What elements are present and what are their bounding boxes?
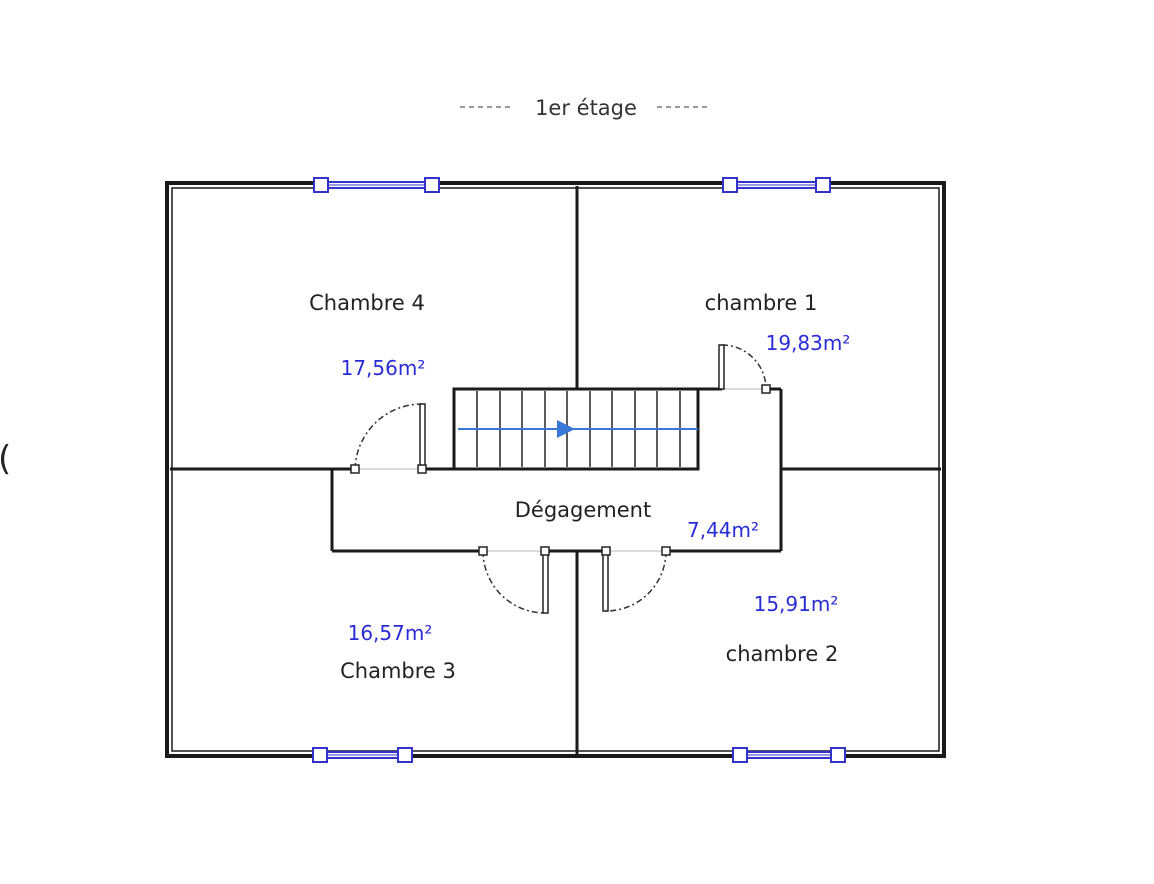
door-jamb: [417, 464, 427, 474]
door-jamb: [540, 546, 550, 556]
window-handle: [830, 747, 846, 763]
door-swing-arc: [721, 344, 767, 390]
room-labels: Chambre 4 17,56m² chambre 1 19,83m² Déga…: [309, 291, 850, 683]
window-chambre-4: [313, 177, 440, 193]
door-jamb: [601, 546, 611, 556]
window-chambre-3: [312, 747, 413, 763]
doors: [350, 344, 771, 614]
stair-direction-arrow-icon: [557, 420, 575, 438]
room-area-degagement: 7,44m²: [687, 518, 759, 542]
interior-walls: [170, 186, 941, 754]
room-name-chambre-3: Chambre 3: [340, 659, 456, 683]
exterior-wall-outer: [165, 181, 946, 758]
window-handle: [424, 177, 440, 193]
door-jamb: [478, 546, 488, 556]
door-chambre-4: [350, 403, 427, 474]
left-edge-glyph: (: [0, 439, 11, 479]
staircase: [452, 387, 700, 471]
door-jamb: [761, 384, 771, 394]
window-chambre-2: [732, 747, 846, 763]
door-jamb: [661, 546, 671, 556]
room-name-chambre-1: chambre 1: [705, 291, 818, 315]
room-area-chambre-4: 17,56m²: [341, 356, 426, 380]
door-swing-arc: [605, 550, 667, 612]
window-chambre-1: [722, 177, 831, 193]
windows: [312, 177, 846, 763]
room-area-chambre-1: 19,83m²: [766, 331, 851, 355]
door-swing-arc: [482, 550, 546, 614]
floor-title: 1er étage: [460, 96, 711, 120]
window-handle: [732, 747, 748, 763]
window-handle: [815, 177, 831, 193]
window-handle: [722, 177, 738, 193]
door-leaf: [718, 344, 725, 390]
window-handle: [312, 747, 328, 763]
window-handle: [313, 177, 329, 193]
floor-title-text: 1er étage: [535, 96, 637, 120]
room-area-chambre-2: 15,91m²: [754, 592, 839, 616]
door-leaf: [542, 550, 549, 614]
door-leaf: [419, 403, 426, 470]
room-name-degagement: Dégagement: [515, 498, 651, 522]
room-name-chambre-2: chambre 2: [726, 642, 839, 666]
door-swing-arc: [354, 403, 423, 470]
door-chambre-1: [718, 344, 771, 394]
window-handle: [397, 747, 413, 763]
door-jamb: [350, 464, 360, 474]
door-chambre-3: [478, 546, 550, 614]
door-leaf: [602, 550, 609, 612]
room-area-chambre-3: 16,57m²: [348, 621, 433, 645]
door-chambre-2: [601, 546, 671, 612]
room-name-chambre-4: Chambre 4: [309, 291, 425, 315]
